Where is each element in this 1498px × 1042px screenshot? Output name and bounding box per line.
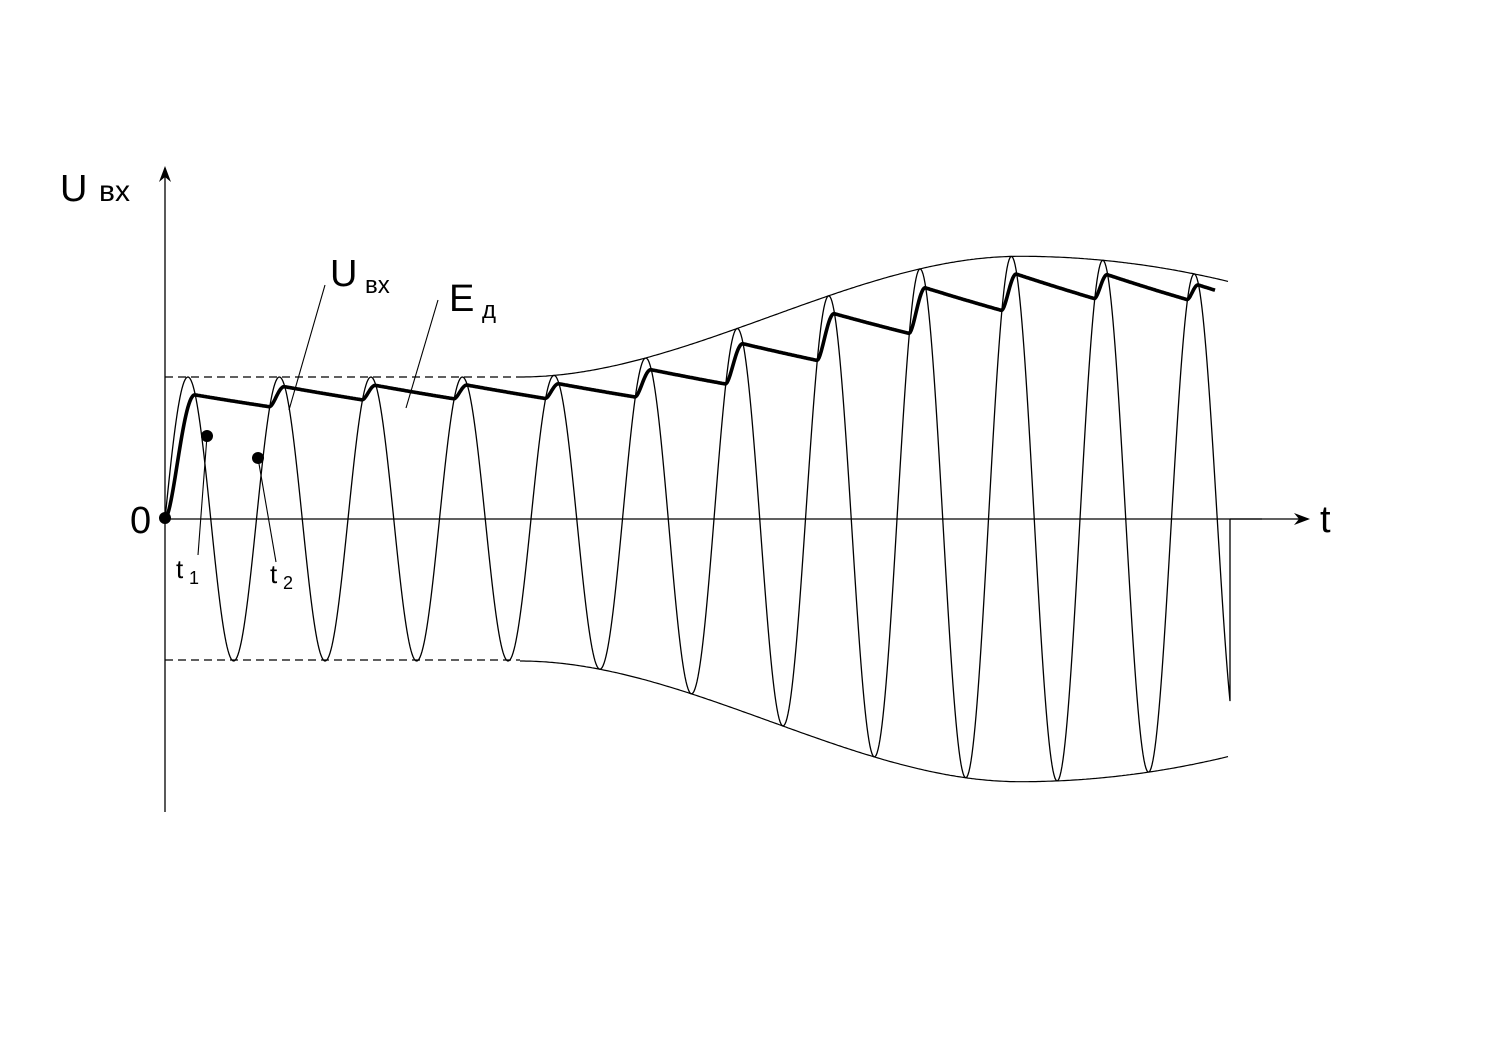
y-axis-label: U (60, 168, 87, 210)
input-label-leader-line (288, 284, 326, 411)
t2-leader-line (257, 457, 277, 563)
t1-label: t (176, 554, 184, 584)
detector-label-leader-line (405, 299, 439, 409)
lower-envelope-curve (520, 660, 1229, 783)
input-signal-curve (164, 255, 1231, 782)
t2-label: t (270, 559, 278, 589)
origin-label: 0 (130, 500, 151, 542)
detector-output-curve (163, 272, 1216, 521)
upper-envelope-curve (520, 255, 1229, 378)
input-curve-label: U (330, 253, 357, 295)
y-axis-label-sub: вх (99, 175, 130, 208)
t2-label-sub: 2 (283, 573, 293, 593)
input-curve-label-sub: вх (365, 272, 390, 299)
origin-point (159, 512, 171, 524)
x-axis-label: t (1320, 499, 1331, 541)
detector-curve-label: E (449, 278, 474, 320)
t1-leader-line (197, 435, 208, 556)
detector-curve-label-sub: д (482, 297, 496, 324)
t1-label-sub: 1 (189, 568, 199, 588)
